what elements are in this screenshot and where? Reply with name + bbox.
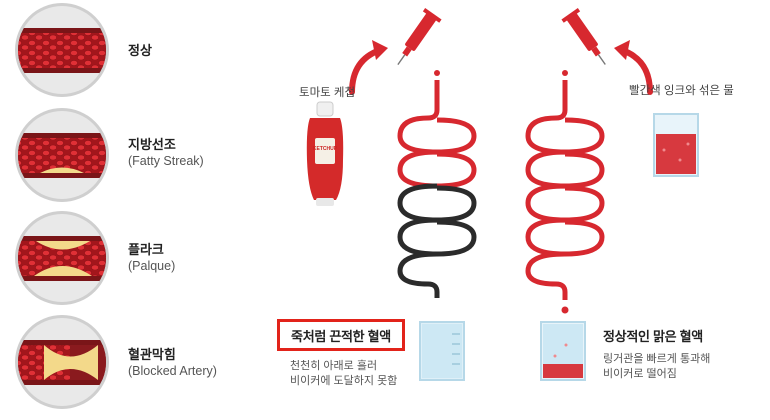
artery-plaque xyxy=(15,211,109,305)
coil-left xyxy=(397,80,477,298)
bottle-brand-text: KETCHUP xyxy=(312,146,338,152)
clear-blood-desc: 링거관을 빠르게 통과해 비이커로 떨어짐 xyxy=(603,352,710,382)
stage-korean: 플라크 xyxy=(128,242,164,257)
stage-english: (Fatty Streak) xyxy=(128,154,204,168)
stage-normal-label: 정상 xyxy=(128,42,152,59)
stage-english: (Palque) xyxy=(128,259,176,273)
syringe-left-icon xyxy=(397,8,442,76)
stage-fatty-streak-label: 지방선조 (Fatty Streak) xyxy=(128,136,204,170)
left-arrow-icon xyxy=(349,40,388,95)
right-arrow-icon xyxy=(614,40,653,95)
desc-line: 비이커로 떨어짐 xyxy=(603,368,677,380)
stage-blocked-label: 혈관막힘 (Blocked Artery) xyxy=(128,346,217,380)
artery-fatty-streak xyxy=(15,108,109,202)
stage-plaque-label: 플라크 (Palque) xyxy=(128,241,175,275)
stage-korean: 혈관막힘 xyxy=(128,347,176,362)
beaker-top-icon xyxy=(653,113,699,177)
thick-blood-title: 죽처럼 끈적한 혈액 xyxy=(277,319,405,351)
syringe-right-icon xyxy=(561,8,606,76)
artery-blocked xyxy=(15,315,109,409)
ink-water-label: 빨간색 잉크와 섞은 물 xyxy=(629,85,734,97)
desc-line: 링거관을 빠르게 통과해 xyxy=(603,353,711,365)
desc-line: 천천히 아래로 흘러 xyxy=(290,360,378,372)
stage-korean: 지방선조 xyxy=(128,137,176,152)
stage-korean: 정상 xyxy=(128,43,152,58)
desc-line: 비이커에 도달하지 못함 xyxy=(290,375,398,387)
artery-normal xyxy=(15,3,109,97)
clear-blood-title: 정상적인 맑은 혈액 xyxy=(603,329,703,344)
coil-right xyxy=(525,80,605,314)
beaker-left-icon xyxy=(419,321,465,381)
beaker-right-icon xyxy=(540,321,586,381)
thick-blood-desc: 천천히 아래로 흘러 비이커에 도달하지 못함 xyxy=(290,359,397,389)
ketchup-label: 토마토 케첩 xyxy=(299,87,356,99)
ketchup-bottle-icon xyxy=(306,101,344,206)
stage-english: (Blocked Artery) xyxy=(128,364,217,378)
